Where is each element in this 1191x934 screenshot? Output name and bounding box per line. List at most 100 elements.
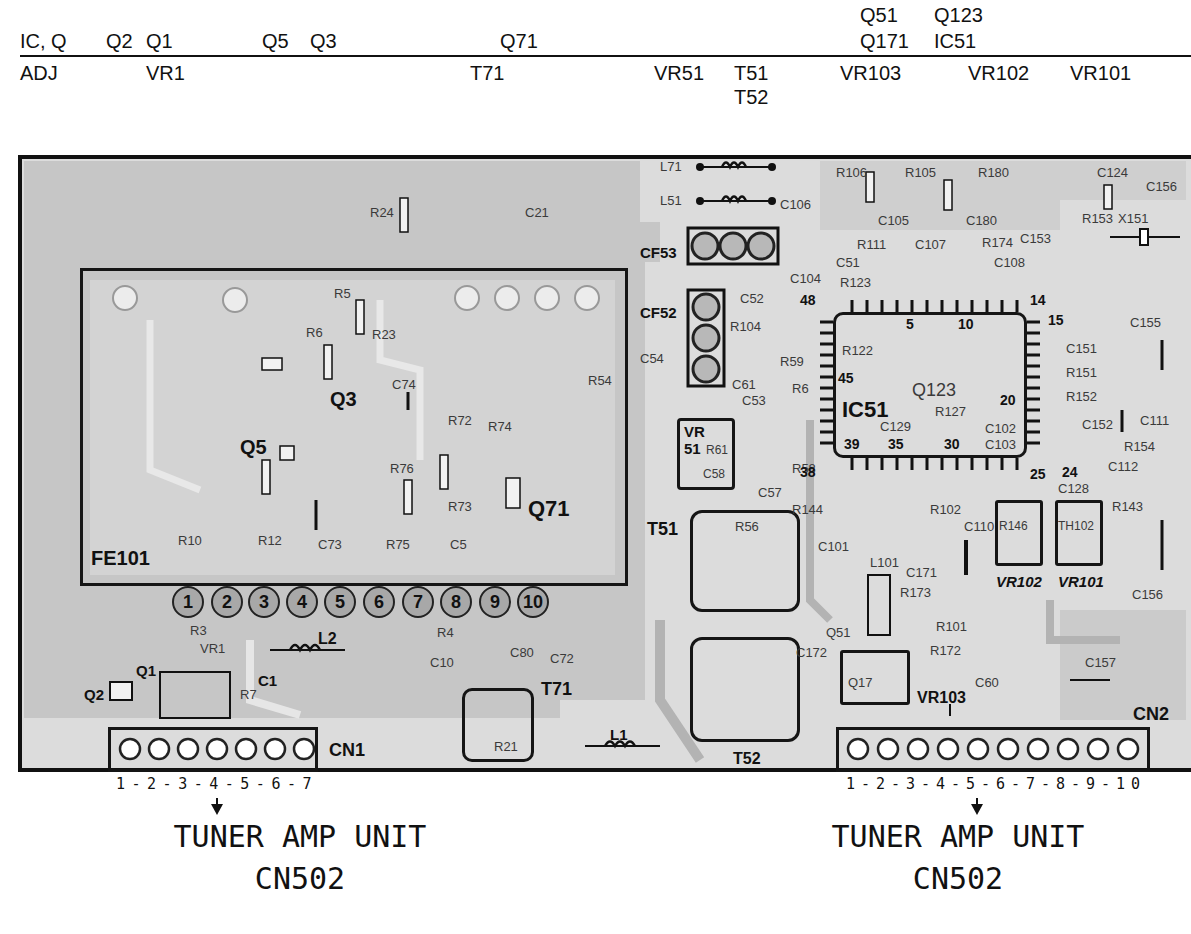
- part-label: R72: [448, 414, 472, 429]
- ic-pin: [1001, 458, 1004, 470]
- part-label: Q1: [136, 662, 156, 679]
- part-label: C72: [550, 652, 574, 667]
- part-label: L2: [318, 630, 337, 648]
- capacitor-symbol: [964, 540, 968, 575]
- resistor-symbol: [400, 198, 408, 232]
- part-label: R61: [706, 444, 728, 458]
- part-label: L51: [660, 194, 682, 209]
- header-label: Q71: [500, 30, 538, 53]
- inductor-symbol: [722, 163, 746, 168]
- pin-number: 3: [259, 592, 269, 613]
- ic-pin: [866, 300, 869, 312]
- part-label: Q3: [330, 388, 357, 411]
- filter-pin: [693, 294, 719, 320]
- inductor-symbol: [700, 166, 772, 168]
- pin-pad: [364, 587, 394, 617]
- connector-pin: [968, 739, 988, 759]
- inductor-symbol: [700, 200, 772, 202]
- resistor-symbol: [324, 345, 332, 379]
- connector-pin: [207, 739, 227, 759]
- part-label: R122: [842, 344, 873, 359]
- board-outline: [20, 157, 1191, 770]
- part-label: R101: [936, 620, 967, 635]
- pin-pad: [212, 587, 242, 617]
- ground-plane: [820, 161, 1186, 230]
- trace: [250, 640, 300, 715]
- part-label: R111: [857, 238, 886, 253]
- ic-pin: [881, 458, 884, 470]
- part-label: C180: [966, 214, 997, 229]
- header-label: VR51: [654, 62, 704, 85]
- part-label: C129: [880, 420, 911, 435]
- ic-pin: [896, 458, 899, 470]
- pin-number: 8: [451, 592, 461, 613]
- trace: [1050, 600, 1120, 640]
- part-label: C73: [318, 538, 342, 553]
- header-label: Q171: [860, 30, 909, 53]
- part-label: Q17: [848, 676, 873, 691]
- part-label: C10: [430, 656, 454, 671]
- destination-label: CN502: [255, 862, 345, 897]
- ic-pin: [851, 300, 854, 312]
- part-label: C1: [258, 672, 277, 689]
- ic-pin: [1027, 332, 1040, 335]
- resistor-symbol: [262, 460, 270, 494]
- ic-pin: [820, 354, 833, 357]
- part-label: R144: [792, 503, 823, 518]
- pin-pad: [480, 587, 510, 617]
- pin-number: 2: [222, 592, 232, 613]
- part-label: 15: [1048, 312, 1064, 328]
- part-label: R153: [1082, 212, 1113, 227]
- part-label: CF53: [640, 244, 677, 261]
- header-label: VR101: [1070, 62, 1131, 85]
- filter-pin: [693, 356, 719, 382]
- connector-pin: [149, 739, 169, 759]
- pin-number: 1: [183, 592, 193, 613]
- filter-pin: [692, 233, 718, 259]
- part-label: R102: [930, 503, 961, 518]
- part-label: R7: [240, 688, 257, 703]
- header-rule: [20, 55, 1191, 57]
- part-label: C104: [790, 272, 821, 287]
- capacitor-symbol: [1070, 679, 1110, 681]
- part-label: C101: [818, 540, 849, 555]
- transistor-symbol: [506, 478, 520, 508]
- ic-pin: [820, 442, 833, 445]
- part-label: X151: [1118, 212, 1148, 227]
- ic-pin: [1027, 387, 1040, 390]
- part-label: R123: [840, 276, 871, 291]
- part-label: C155: [1130, 316, 1161, 331]
- filter-outline: [688, 290, 724, 386]
- ic-pin: [911, 300, 914, 312]
- trace: [380, 300, 420, 460]
- part-label: R5: [334, 287, 351, 302]
- ground-plane: [1060, 610, 1186, 720]
- ic-pin: [1016, 458, 1019, 470]
- leader-arrow: [211, 804, 223, 815]
- part-label: R74: [488, 420, 512, 435]
- part-label: C107: [915, 238, 946, 253]
- resistor-symbol: [866, 172, 874, 202]
- ic-pin: [1016, 300, 1019, 312]
- connector-pin: [120, 739, 140, 759]
- resistor-symbol: [440, 455, 448, 489]
- part-label: R21: [494, 740, 518, 755]
- part-label: C80: [510, 646, 534, 661]
- pad: [495, 286, 519, 310]
- ic-pin: [1027, 354, 1040, 357]
- destination-label: CN502: [913, 862, 1003, 897]
- pin-pad: [518, 587, 548, 617]
- part-label: C111: [1140, 414, 1169, 429]
- part-label: L71: [660, 160, 682, 175]
- pin-pad: [441, 587, 471, 617]
- pin-numbers: 1-2-3-4-5-6-7-8-9-10: [846, 776, 1146, 793]
- connector-pin: [1058, 739, 1078, 759]
- part-label: Q51: [826, 626, 851, 641]
- header-label: T52: [734, 86, 768, 109]
- connector-pin: [908, 739, 928, 759]
- header-label: Q3: [310, 30, 337, 53]
- ic-pin: [1001, 300, 1004, 312]
- part-label: IC51: [842, 397, 888, 422]
- resistor-symbol: [1104, 185, 1112, 209]
- filter-pin: [720, 233, 746, 259]
